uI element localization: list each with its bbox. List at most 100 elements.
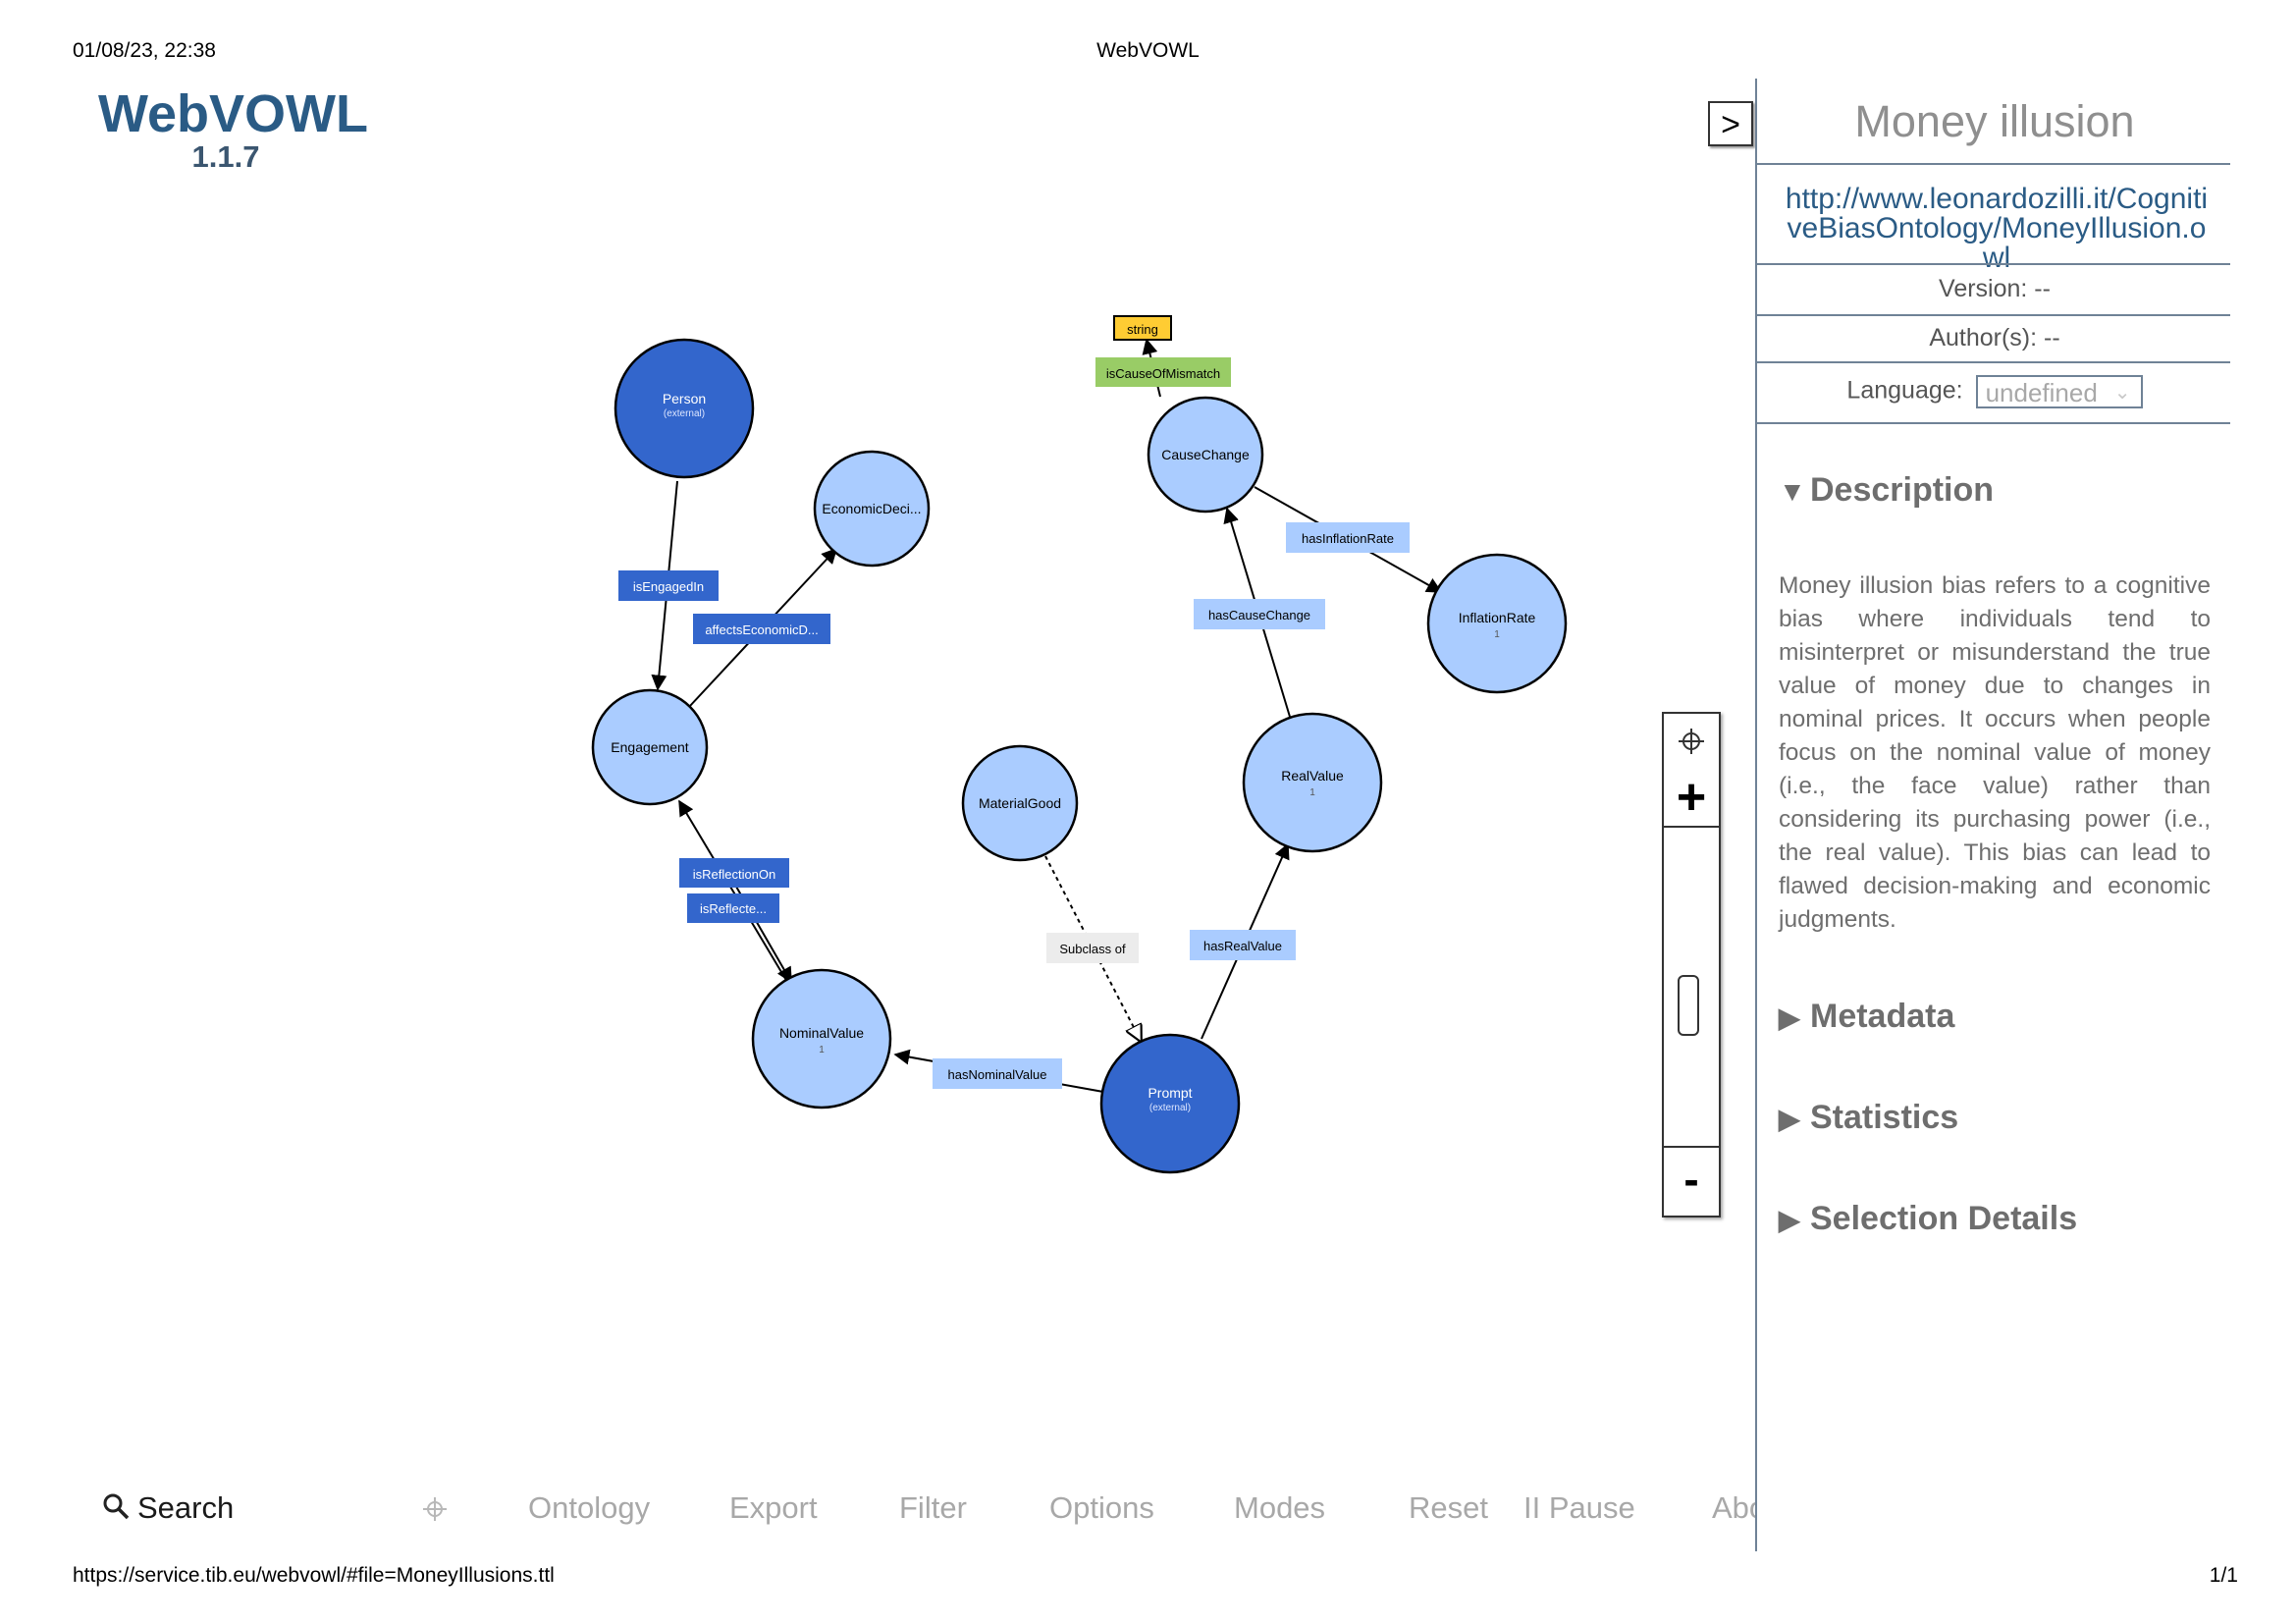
description-section-toggle[interactable]: ▼Description (1779, 471, 1994, 510)
ontology-title: Money illusion (1854, 96, 2135, 146)
menu-filter[interactable]: Filter (899, 1490, 967, 1525)
center-graph-button[interactable] (1664, 714, 1719, 771)
search-label: Search (137, 1490, 235, 1525)
bottom-menu: Search Ontology Export Filter Options Mo… (0, 1488, 1757, 1538)
triangle-right-icon: ▶ (1779, 1002, 1800, 1033)
selection-details-section-toggle[interactable]: ▶ Selection Details (1779, 1200, 2077, 1238)
class-economic-decision[interactable]: EconomicDeci... (813, 450, 931, 568)
description-text: Money illusion bias refers to a cognitiv… (1779, 572, 2211, 933)
node-label: InflationRate (1459, 610, 1536, 625)
zoom-in-button[interactable]: + (1664, 769, 1719, 828)
node-label: EconomicDeci... (822, 501, 921, 516)
node-sublabel: 1 (819, 1045, 825, 1055)
node-label: MaterialGood (979, 795, 1061, 811)
divider (1757, 361, 2230, 363)
print-page-number: 1/1 (2209, 1564, 2238, 1587)
node-sublabel: (external) (664, 408, 705, 419)
sidebar: Money illusion http://www.leonardozilli.… (1755, 79, 2232, 1551)
prop-affectsEconomicDecision[interactable]: affectsEconomicD... (693, 614, 830, 644)
class-material-good[interactable]: MaterialGood (961, 744, 1079, 862)
statistics-heading: Statistics (1810, 1099, 1959, 1136)
prop-label: isReflecte... (700, 901, 767, 916)
language-select[interactable]: undefined ⌄ (1975, 375, 2143, 408)
node-label: CauseChange (1161, 447, 1250, 462)
zoom-slider[interactable] (1664, 826, 1719, 1148)
sidebar-toggle-button[interactable]: > (1708, 101, 1753, 146)
class-engagement[interactable]: Engagement (591, 688, 709, 806)
node-label: Person (663, 391, 706, 406)
prop-isReflectionOn[interactable]: isReflectionOn (679, 858, 789, 888)
menu-options[interactable]: Options (1049, 1490, 1154, 1525)
search-menu[interactable]: Search (102, 1488, 234, 1530)
crosshair-icon (423, 1497, 447, 1521)
node-label: string (1127, 322, 1158, 337)
menu-about[interactable]: Abo (1712, 1490, 1757, 1525)
class-nominal-value[interactable]: NominalValue 1 (751, 968, 892, 1109)
menu-ontology[interactable]: Ontology (528, 1490, 651, 1525)
prop-label: isCauseOfMismatch (1106, 366, 1220, 381)
edge-isReflectionOn (678, 799, 788, 983)
prop-isEngagedIn[interactable]: isEngagedIn (618, 570, 719, 601)
node-label: NominalValue (779, 1025, 864, 1041)
crosshair-icon (1679, 729, 1704, 754)
language-label: Language: (1846, 376, 1963, 405)
menu-reset[interactable]: Reset (1409, 1490, 1488, 1525)
print-url: https://service.tib.eu/webvowl/#file=Mon… (73, 1564, 555, 1587)
metadata-section-toggle[interactable]: ▶Metadata (1779, 998, 1954, 1036)
divider (1757, 422, 2230, 424)
menu-export[interactable]: Export (729, 1490, 818, 1525)
logo: WebVOWL 1.1.7 (98, 84, 368, 174)
selection-details-heading: Selection Details (1810, 1200, 2078, 1237)
zoom-control: + - (1662, 712, 1721, 1217)
class-person[interactable]: Person (external) (614, 338, 755, 479)
zoom-slider-handle[interactable] (1678, 975, 1699, 1036)
divider (1757, 263, 2230, 265)
prop-subclass-of[interactable]: Subclass of (1046, 933, 1139, 963)
print-date: 01/08/23, 22:38 (73, 39, 216, 62)
menu-pause[interactable]: II Pause (1523, 1490, 1635, 1525)
prop-label: hasRealValue (1203, 939, 1282, 953)
ontology-version: Version: -- (1939, 275, 2051, 302)
node-sublabel: 1 (1494, 629, 1500, 640)
prop-label: hasCauseChange (1208, 608, 1310, 622)
prop-label: Subclass of (1059, 942, 1126, 956)
ontology-graph[interactable]: isEngagedIn affectsEconomicD... isReflec… (0, 0, 1669, 1217)
locate-search-button[interactable] (422, 1492, 448, 1532)
search-icon (102, 1490, 130, 1530)
class-prompt[interactable]: Prompt (external) (1099, 1033, 1241, 1174)
prop-label: isReflectionOn (693, 867, 776, 882)
node-sublabel: (external) (1149, 1103, 1191, 1113)
language-value: undefined (1985, 378, 2098, 407)
prop-label: isEngagedIn (633, 579, 704, 594)
prop-label: affectsEconomicD... (705, 622, 818, 637)
prop-hasNominalValue[interactable]: hasNominalValue (933, 1058, 1062, 1089)
prop-hasRealValue[interactable]: hasRealValue (1190, 930, 1296, 960)
class-real-value[interactable]: RealValue 1 (1242, 712, 1383, 853)
ontology-iri-link[interactable]: http://www.leonardozilli.it/CognitiveBia… (1785, 183, 2209, 274)
node-label: RealValue (1281, 768, 1344, 784)
prop-label: hasInflationRate (1302, 531, 1394, 546)
prop-hasCauseChange[interactable]: hasCauseChange (1194, 599, 1325, 629)
chevron-down-icon: ⌄ (2113, 382, 2131, 404)
ontology-authors: Author(s): -- (1929, 324, 2060, 352)
zoom-out-button[interactable]: - (1683, 1154, 1699, 1205)
menu-modes[interactable]: Modes (1234, 1490, 1326, 1525)
triangle-right-icon: ▶ (1779, 1205, 1800, 1235)
divider (1757, 314, 2230, 316)
node-label: Prompt (1148, 1085, 1192, 1101)
class-cause-change[interactable]: CauseChange (1147, 396, 1264, 514)
prop-hasInflationRate[interactable]: hasInflationRate (1286, 522, 1410, 553)
logo-version: 1.1.7 (191, 139, 260, 174)
datatype-string[interactable]: string (1113, 315, 1172, 341)
prop-isCauseOfMismatch[interactable]: isCauseOfMismatch (1095, 357, 1231, 387)
class-inflation-rate[interactable]: InflationRate 1 (1426, 553, 1568, 694)
prop-isReflecte[interactable]: isReflecte... (687, 893, 779, 923)
logo-title: WebVOWL (98, 84, 368, 143)
prop-label: hasNominalValue (948, 1067, 1047, 1082)
node-label: Engagement (611, 739, 689, 755)
triangle-down-icon: ▼ (1779, 476, 1806, 507)
triangle-right-icon: ▶ (1779, 1104, 1800, 1134)
print-title: WebVOWL (1096, 39, 1200, 62)
node-sublabel: 1 (1309, 787, 1315, 798)
statistics-section-toggle[interactable]: ▶ Statistics (1779, 1099, 1958, 1137)
